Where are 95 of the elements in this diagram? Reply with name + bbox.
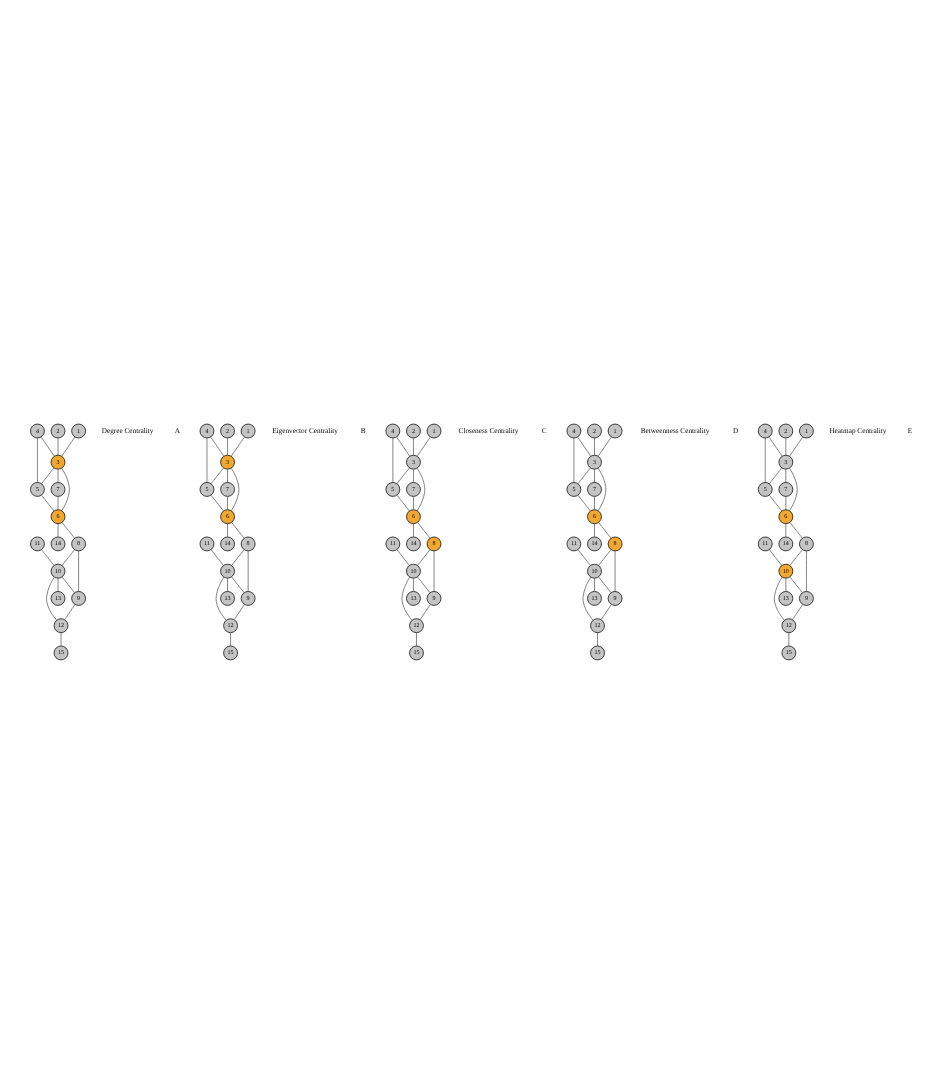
connector: [768, 467, 782, 485]
connector: [419, 604, 431, 620]
connector: [413, 523, 414, 538]
connector: [789, 549, 803, 566]
connector: [417, 549, 431, 566]
connector: [396, 436, 410, 457]
connector: [577, 436, 592, 457]
connector: [577, 549, 591, 566]
connector: [230, 632, 231, 647]
connector: [64, 604, 76, 620]
connector: [227, 469, 228, 483]
connector: [396, 467, 410, 485]
connector: [60, 632, 62, 647]
connector: [401, 576, 413, 621]
connector: [597, 467, 607, 511]
connector: [210, 467, 224, 485]
connector: [227, 578, 228, 592]
connector: [416, 436, 431, 457]
connector: [769, 549, 783, 566]
connector: [37, 437, 38, 483]
connector: [57, 496, 59, 510]
connector: [598, 522, 612, 539]
connector: [582, 576, 594, 621]
connector: [227, 437, 228, 456]
connector: [433, 550, 435, 592]
connector: [413, 578, 414, 592]
connector: [789, 436, 803, 457]
connector: [57, 578, 59, 592]
connector: [769, 495, 783, 512]
connector: [577, 467, 591, 485]
connector: [768, 436, 783, 457]
connector: [416, 632, 417, 647]
connector: [417, 576, 431, 594]
connector: [231, 467, 240, 511]
connector: [594, 496, 595, 510]
connector: [210, 549, 224, 566]
connector: [61, 522, 75, 539]
connector: [789, 522, 803, 539]
connector: [78, 550, 79, 592]
connector: [597, 436, 612, 457]
connector: [785, 496, 787, 510]
connector: [413, 437, 414, 456]
connector: [396, 549, 410, 566]
connector: [600, 604, 612, 620]
connector: [40, 436, 55, 457]
connector: [247, 550, 249, 592]
connector: [764, 437, 766, 483]
connector: [417, 522, 431, 539]
connector: [594, 437, 595, 456]
connector: [416, 467, 426, 511]
connector: [61, 549, 75, 566]
connector: [396, 495, 410, 512]
connector: [231, 549, 245, 566]
connector: [594, 469, 595, 483]
connector: [57, 523, 59, 538]
connector: [206, 437, 208, 483]
connector: [789, 576, 803, 594]
connector: [785, 523, 787, 538]
connector: [785, 578, 787, 592]
connector: [234, 604, 245, 620]
connector: [392, 437, 394, 483]
connector: [231, 576, 245, 594]
connector: [231, 436, 245, 457]
connector: [614, 550, 616, 592]
connector: [61, 467, 70, 511]
connector: [598, 549, 612, 566]
connector: [57, 437, 59, 456]
connector: [785, 437, 787, 456]
connector: [785, 469, 787, 483]
connector: [227, 523, 228, 538]
connector: [577, 495, 591, 512]
connector: [413, 496, 414, 510]
connector: [227, 496, 228, 510]
connector: [41, 467, 55, 485]
connector: [215, 576, 227, 621]
connector: [46, 576, 57, 621]
connector: [57, 469, 59, 483]
connector: [789, 467, 798, 511]
connector: [598, 576, 612, 594]
connector: [788, 632, 790, 647]
connector: [774, 576, 785, 621]
connector: [413, 469, 414, 483]
connector: [594, 523, 595, 538]
connector: [806, 550, 807, 592]
connector: [573, 437, 575, 483]
connector: [210, 495, 224, 512]
connector: [41, 495, 55, 512]
connector: [210, 436, 225, 457]
connector: [61, 576, 75, 594]
connector: [792, 604, 803, 620]
connector: [41, 549, 55, 566]
connector: [594, 578, 595, 592]
connector: [231, 522, 245, 539]
connector: [61, 436, 76, 457]
connector: [597, 632, 598, 647]
